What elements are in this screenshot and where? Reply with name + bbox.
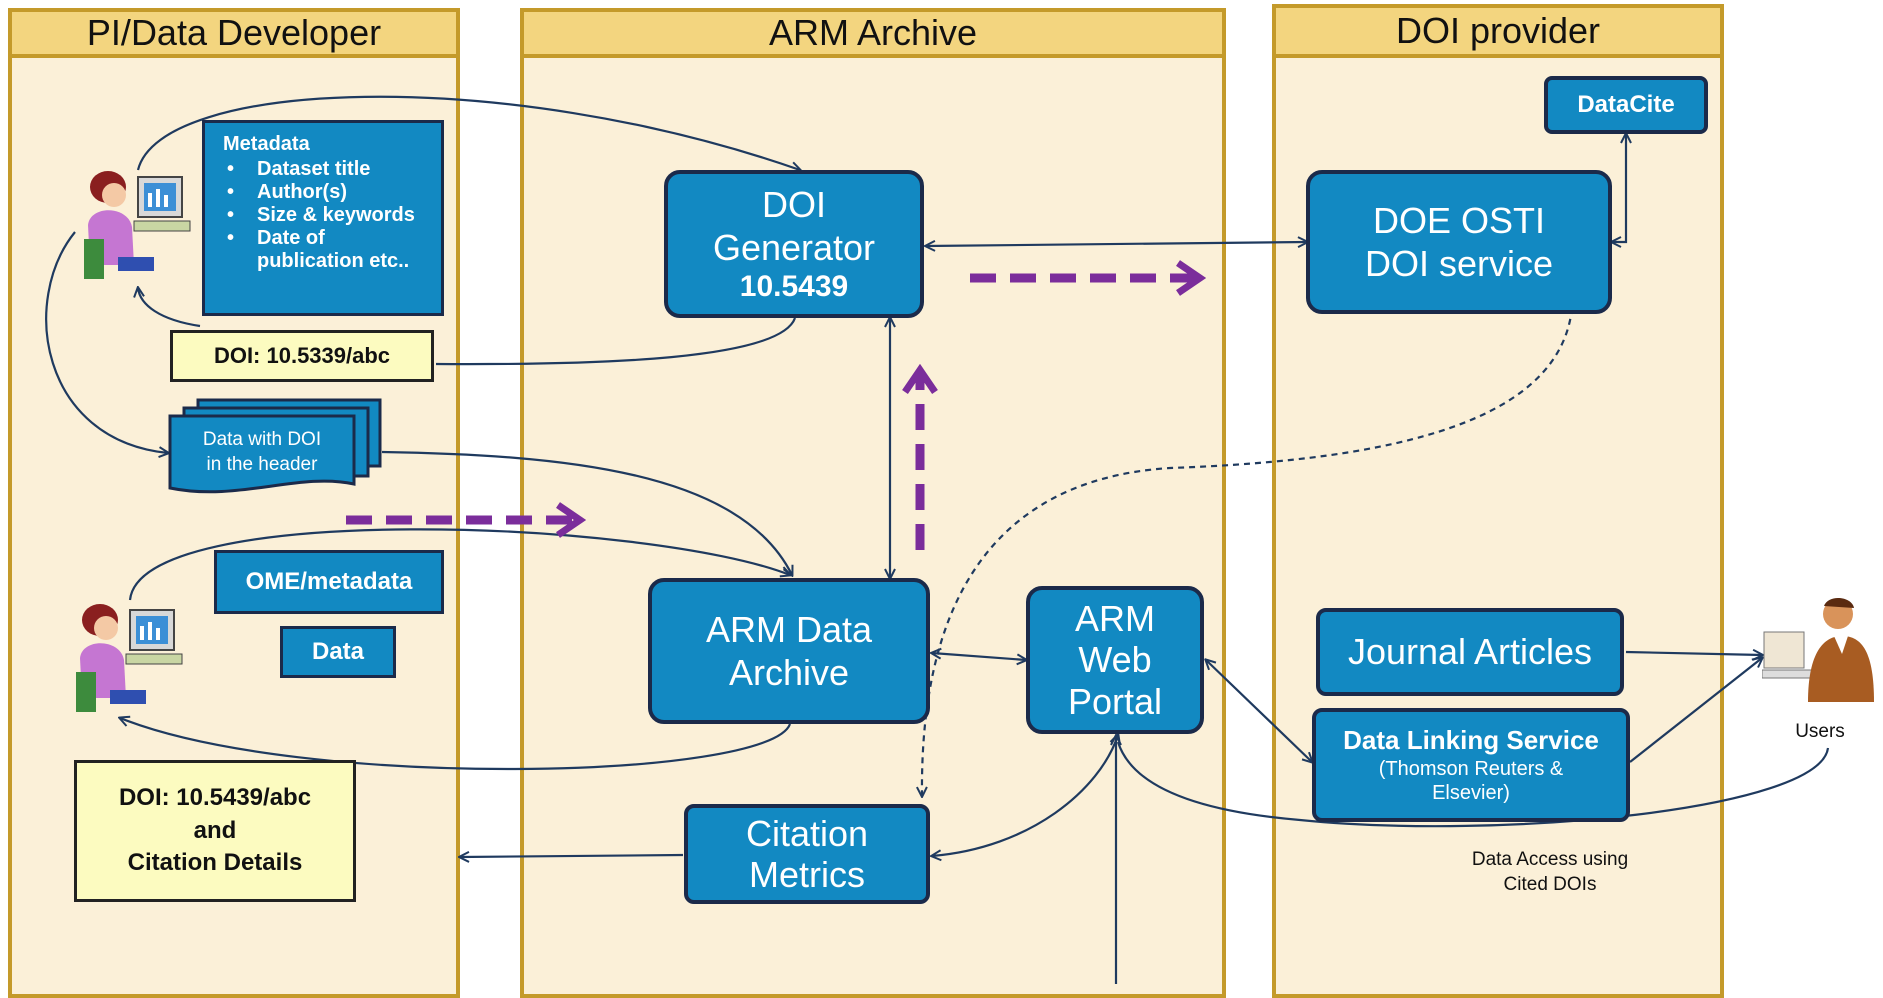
data-box: Data: [280, 626, 396, 678]
arm-web-portal-line2: Web: [1078, 639, 1152, 681]
dashed-osti-to-metrics: [922, 307, 1574, 796]
metadata-list: Dataset title Author(s) Size & keywords …: [223, 158, 423, 273]
arrow-data-file-to-archive: [381, 450, 792, 575]
metadata-item: Date of publication etc..: [223, 227, 423, 273]
citation-details-box: DOI: 10.5439/abc and Citation Details: [74, 760, 356, 902]
lane-title-doi: DOI provider: [1276, 8, 1720, 58]
arrow-osti-datacite: [1612, 134, 1626, 242]
metadata-title: Metadata: [223, 133, 310, 155]
arm-data-archive-box: ARM Data Archive: [648, 578, 930, 724]
data-with-doi-line2: in the header: [206, 453, 318, 475]
data-with-doi-line1: Data with DOI: [202, 429, 322, 450]
doi-generator-box: DOI Generator 10.5439: [664, 170, 924, 318]
data-access-label: Data Access using Cited DOIs: [1430, 848, 1670, 897]
metadata-item: Dataset title: [223, 158, 423, 181]
data-linking-line2: (Thomson Reuters &: [1378, 757, 1564, 780]
lane-doi-provider: DOI provider: [1272, 4, 1724, 998]
arrow-user-to-data-file: [45, 231, 168, 453]
citation-metrics-box: Citation Metrics: [684, 804, 930, 904]
arrow-journal-to-users: [1625, 652, 1762, 655]
ome-metadata-box: OME/metadata: [214, 550, 444, 614]
lane-title-pi: PI/Data Developer: [12, 12, 456, 58]
arrow-doi-label-to-user: [138, 288, 201, 328]
arrow-linking-to-users: [1629, 658, 1762, 763]
data-access-line2: Cited DOIs: [1503, 873, 1597, 895]
ome-metadata-label: OME/metadata: [245, 568, 413, 595]
metadata-item: Author(s): [223, 181, 423, 204]
arrow-metrics-to-details: [460, 855, 684, 857]
doi-generator-line1: DOI: [761, 183, 826, 225]
doi-generator-line2: Generator: [712, 227, 876, 268]
citation-details-line3: Citation Details: [127, 849, 303, 877]
users-label: Users: [1795, 721, 1845, 742]
arm-data-archive-line1: ARM Data: [705, 608, 873, 650]
journal-articles-label: Journal Articles: [1347, 631, 1593, 673]
arrow-user-to-doi-generator: [136, 95, 800, 170]
data-linking-service-box: Data Linking Service (Thomson Reuters & …: [1312, 708, 1630, 822]
metadata-card: Metadata Dataset title Author(s) Size & …: [202, 120, 444, 316]
data-access-line1: Data Access using: [1471, 849, 1629, 870]
arm-web-portal-line3: Portal: [1067, 680, 1163, 722]
arm-web-portal-box: ARM Web Portal: [1026, 586, 1204, 734]
doe-osti-line1: DOE OSTI: [1372, 199, 1546, 241]
arrow-portal-linking: [1206, 660, 1312, 762]
citation-metrics-line2: Metrics: [749, 854, 865, 895]
data-linking-title: Data Linking Service: [1343, 725, 1599, 756]
arm-web-portal-line1: ARM: [1075, 597, 1155, 639]
data-box-label: Data: [311, 638, 365, 665]
data-with-doi-document: Data with DOI in the header: [168, 398, 382, 500]
data-linking-line3: Elsevier): [1432, 781, 1510, 804]
arrow-doi-generator-to-doi-label: [435, 317, 797, 366]
citation-metrics-line1: Citation: [745, 812, 869, 854]
doi-label-top: DOI: 10.5339/abc: [170, 330, 434, 382]
arrow-doi-gen-doe-osti: [926, 242, 1307, 246]
doe-osti-box: DOE OSTI DOI service: [1306, 170, 1612, 314]
arrow-portal-metrics: [932, 735, 1118, 856]
metadata-item: Size & keywords: [223, 204, 423, 227]
lane-title-arm: ARM Archive: [524, 12, 1222, 58]
arrow-users-to-portal: [1116, 741, 1830, 828]
datacite-box: DataCite: [1544, 76, 1708, 134]
user-at-computer-icon: [70, 598, 188, 718]
doi-label-text: DOI: 10.5339/abc: [213, 343, 391, 368]
arrow-archive-portal: [932, 653, 1026, 660]
citation-details-line1: DOI: 10.5439/abc: [118, 784, 312, 812]
user-at-computer-icon: [78, 165, 196, 285]
citation-details-line2: and: [193, 816, 237, 844]
doi-generator-line3: 10.5439: [739, 270, 849, 304]
datacite-label: DataCite: [1577, 90, 1675, 118]
arrow-archive-to-user2: [120, 718, 792, 771]
arrow-user2-to-archive: [128, 528, 790, 601]
doe-osti-line2: DOI service: [1364, 243, 1554, 284]
journal-articles-box: Journal Articles: [1316, 608, 1624, 696]
business-user-icon: [1761, 592, 1880, 712]
arm-data-archive-line2: Archive: [728, 652, 850, 693]
